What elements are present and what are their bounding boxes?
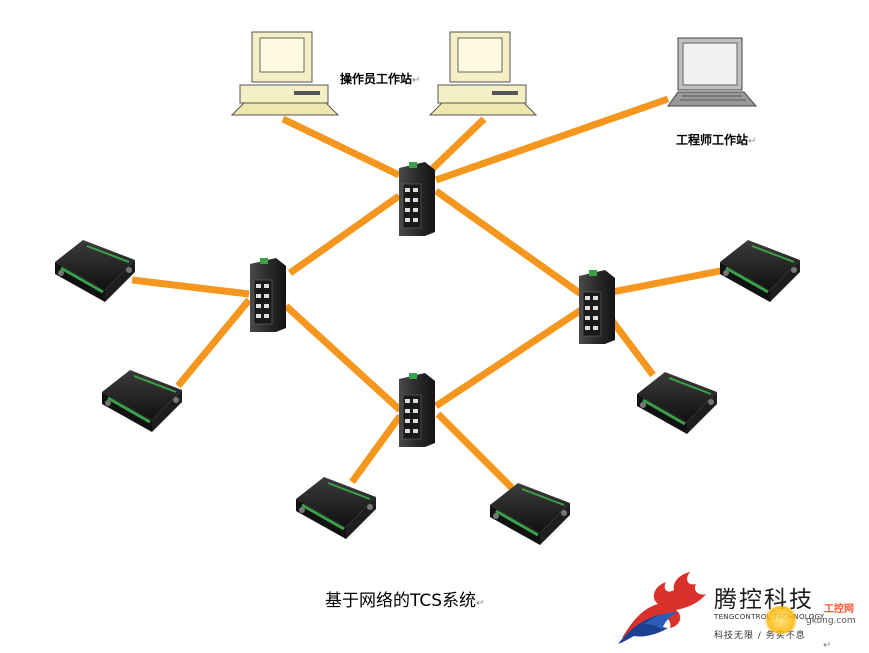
return-mark: ↵ bbox=[476, 598, 485, 609]
link-hub-right-switch bbox=[433, 188, 584, 297]
link-left-switch-plc2 bbox=[175, 297, 252, 389]
plc-controller-bottom-right bbox=[490, 483, 570, 545]
return-mark: ↵ bbox=[748, 136, 757, 147]
industrial-switch-left bbox=[250, 258, 286, 332]
watermark-site-name: 工控网 bbox=[824, 604, 854, 615]
link-left-switch-bottom-switch bbox=[283, 303, 403, 413]
return-mark: ↵ bbox=[412, 75, 421, 86]
link-right-switch-bottom-switch bbox=[434, 307, 583, 409]
operator-workstation-pc-2 bbox=[428, 31, 538, 116]
company-logo: 腾控科技 TENGCONTROL TECHNOLOGY 科技无限 / 务实不息 … bbox=[614, 568, 864, 648]
industrial-switch-hub bbox=[399, 162, 435, 236]
operator-workstation-pc-1 bbox=[230, 31, 340, 116]
link-right-switch-plc1 bbox=[611, 266, 726, 296]
link-operator1-hub bbox=[281, 115, 401, 179]
link-left-switch-plc1 bbox=[131, 276, 250, 298]
engineer-workstation-laptop bbox=[667, 37, 758, 107]
flame-dragon-logo-icon bbox=[618, 572, 706, 644]
network-links bbox=[131, 95, 726, 491]
corner-return-mark: ↵ bbox=[823, 640, 832, 651]
link-bottom-switch-plc2 bbox=[435, 411, 515, 491]
engineer-workstation-label: 工程师工作站↵ bbox=[676, 133, 757, 147]
plc-controller-bottom-left bbox=[296, 477, 376, 539]
industrial-switch-bottom bbox=[399, 373, 435, 447]
operator-workstation-label: 操作员工作站↵ bbox=[340, 72, 421, 86]
plc-controller-right-lower bbox=[637, 372, 717, 434]
logo-slogan: 科技无限 / 务实不息 bbox=[714, 631, 806, 641]
logo-company-name: 腾控科技 bbox=[714, 587, 814, 613]
plc-controller-right-upper bbox=[720, 240, 800, 302]
diagram-caption: 基于网络的TCS系统↵ bbox=[325, 591, 485, 611]
link-operator2-hub bbox=[425, 116, 487, 176]
plc-controller-left-lower bbox=[102, 370, 182, 432]
plc-controller-left-upper bbox=[55, 240, 135, 302]
watermark-badge-icon bbox=[764, 606, 798, 634]
link-engineer-hub bbox=[434, 95, 670, 184]
link-bottom-switch-plc1 bbox=[349, 413, 403, 485]
industrial-switch-right bbox=[579, 270, 615, 344]
link-hub-left-switch bbox=[287, 193, 402, 276]
watermark-url: gkong.com bbox=[806, 616, 856, 626]
